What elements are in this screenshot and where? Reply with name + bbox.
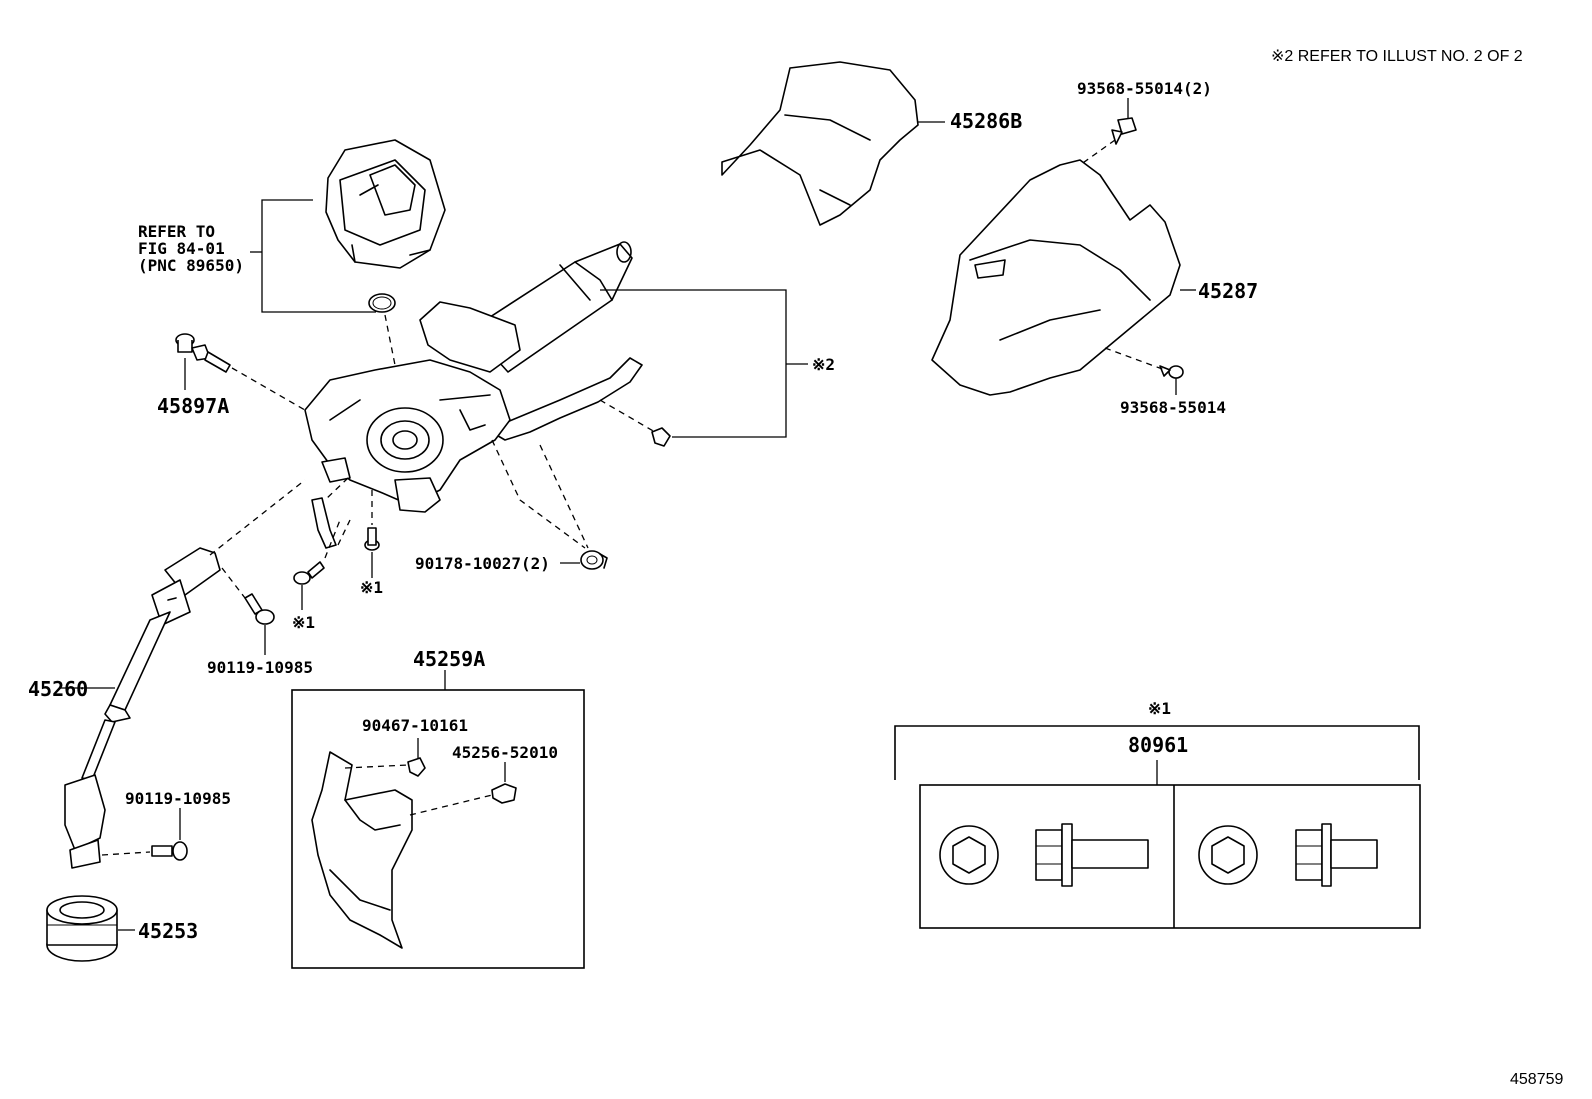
bolt-90119-upper-part[interactable] xyxy=(244,593,275,625)
label-45286b: 45286B xyxy=(950,109,1022,133)
screw-93568-upper-part[interactable] xyxy=(1111,117,1137,145)
clip-90467-part[interactable] xyxy=(407,757,426,777)
kit-nut-right-part[interactable] xyxy=(1198,825,1258,885)
label-90178: 90178-10027(2) xyxy=(415,554,550,573)
bolt-note1b-part[interactable] xyxy=(293,561,325,585)
label-93568-upper: 93568-55014(2) xyxy=(1077,79,1212,98)
nut-90178-part[interactable] xyxy=(580,550,608,570)
label-90119-lower: 90119-10985 xyxy=(125,789,231,808)
note2-label: ※2 xyxy=(812,355,835,374)
note1a-label: ※1 xyxy=(360,578,383,597)
refer-bracket xyxy=(250,199,376,313)
bolt-90119-lower-part[interactable] xyxy=(151,841,188,861)
label-90467: 90467-10161 xyxy=(362,716,468,735)
note1b-label: ※1 xyxy=(292,613,315,632)
kit-box xyxy=(919,784,1421,929)
kit-bracket xyxy=(894,725,1420,780)
screw-93568-lower-part[interactable] xyxy=(1159,365,1184,379)
combination-switch-part[interactable] xyxy=(325,139,446,269)
note1c-label: ※1 xyxy=(1148,699,1171,718)
clip-part[interactable] xyxy=(651,427,671,447)
label-45253: 45253 xyxy=(138,919,198,943)
label-45897a: 45897A xyxy=(157,394,229,418)
footer-id: 458759 xyxy=(1510,1071,1563,1088)
refer-line2: FIG 84-01 xyxy=(138,239,225,258)
label-90119-upper: 90119-10985 xyxy=(207,658,313,677)
bolt-note1a-part[interactable] xyxy=(364,527,380,551)
intermediate-shaft-part[interactable] xyxy=(64,547,221,869)
lower-cover-45287-part[interactable] xyxy=(931,159,1181,396)
note2-bracket xyxy=(600,289,808,438)
label-45260: 45260 xyxy=(28,677,88,701)
clip-45256-part[interactable] xyxy=(491,783,517,804)
refer-line1: REFER TO xyxy=(138,222,215,241)
cover-45259a-part[interactable] xyxy=(311,751,413,949)
kit-bolt-left-part[interactable] xyxy=(1035,823,1149,887)
kit-bolt-right-part[interactable] xyxy=(1295,823,1378,887)
bolt-45897a-part[interactable] xyxy=(175,333,231,373)
boot-45253-part[interactable] xyxy=(46,895,118,962)
small-bracket-part[interactable] xyxy=(311,497,337,549)
label-45259a: 45259A xyxy=(413,647,485,671)
upper-cover-45286b-part[interactable] xyxy=(721,61,919,226)
label-45256: 45256-52010 xyxy=(452,743,558,762)
header-note: ※2 REFER TO ILLUST NO. 2 OF 2 xyxy=(1271,48,1523,65)
box-45259a xyxy=(291,689,585,969)
refer-line3: (PNC 89650) xyxy=(138,256,244,275)
o-ring-part[interactable] xyxy=(368,293,396,313)
steering-column-part[interactable] xyxy=(304,241,643,513)
label-45287: 45287 xyxy=(1198,279,1258,303)
kit-nut-left-part[interactable] xyxy=(939,825,999,885)
label-80961: 80961 xyxy=(1128,733,1188,757)
label-93568-lower: 93568-55014 xyxy=(1120,398,1226,417)
